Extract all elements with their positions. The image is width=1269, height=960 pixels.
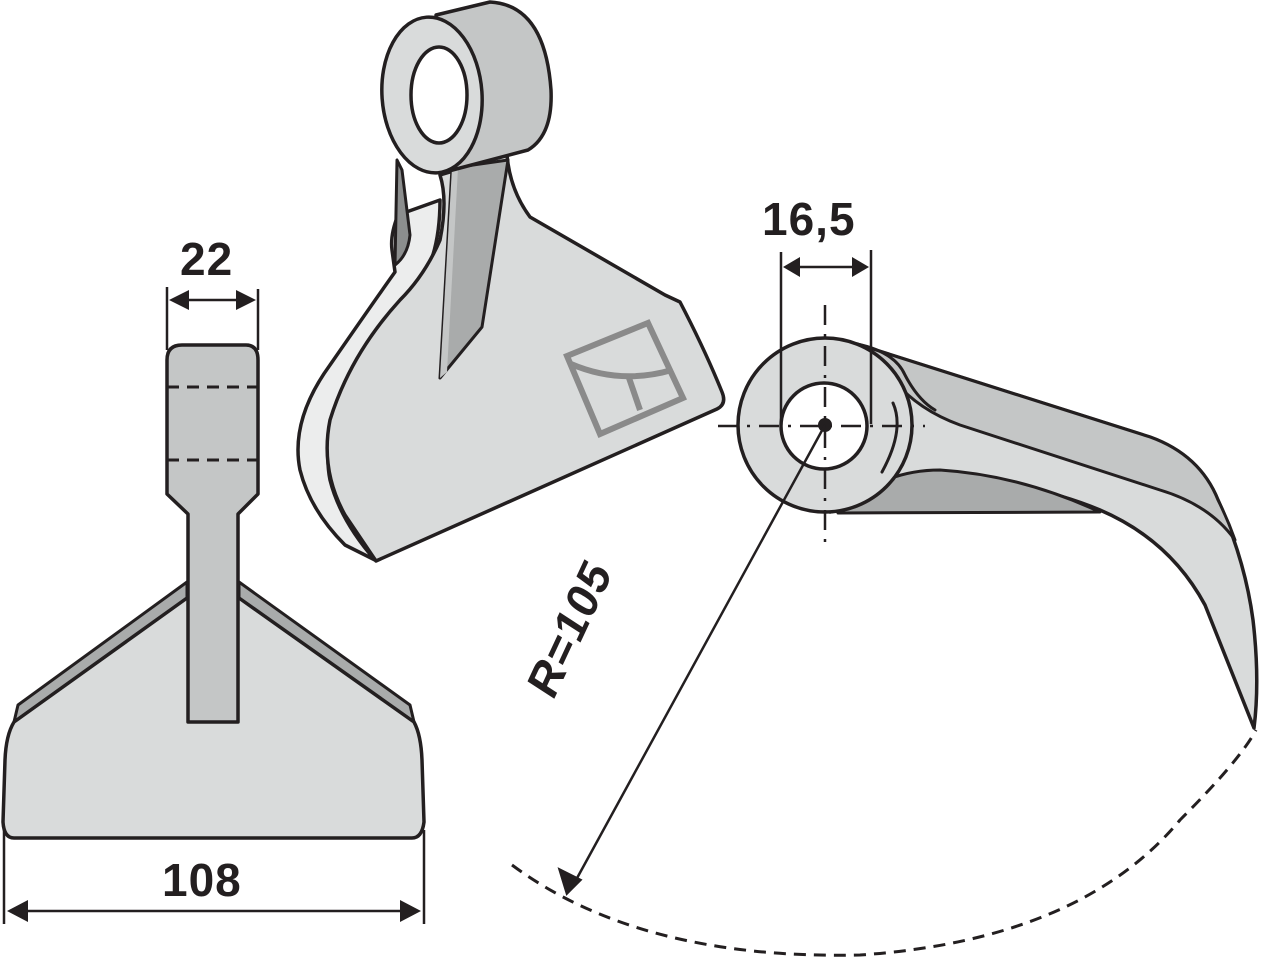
arrow-left-icon xyxy=(7,900,28,922)
bore-diameter-label: 16,5 xyxy=(762,193,856,245)
isometric-view xyxy=(296,0,726,563)
dimension-cutting-radius xyxy=(511,424,1258,957)
manufacturer-logo-icon xyxy=(563,319,688,438)
blade-width-label: 108 xyxy=(162,854,242,906)
arrow-right-icon xyxy=(400,900,421,922)
blade-neck xyxy=(855,342,937,412)
shoulder-arc xyxy=(880,401,899,474)
side-view xyxy=(511,250,1259,957)
shank-width-label: 22 xyxy=(180,233,234,285)
bore-hole xyxy=(409,45,469,145)
arrow-left-icon xyxy=(169,290,189,310)
shadow-wedge xyxy=(393,158,412,267)
blade-top-bevel xyxy=(855,342,1237,542)
dimension-blade-width xyxy=(2,830,426,924)
arrow-left-icon xyxy=(783,257,800,277)
dimension-shank-width xyxy=(165,287,260,350)
dimension-bore-diameter xyxy=(779,250,873,424)
arrow-right-icon xyxy=(236,290,256,310)
cutting-circle-arc xyxy=(511,729,1258,957)
arrow-down-icon xyxy=(557,867,583,896)
arrow-right-icon xyxy=(852,257,869,277)
front-view xyxy=(1,287,426,924)
center-rib-highlight xyxy=(440,168,458,378)
shank xyxy=(165,343,260,724)
blade-face xyxy=(325,153,726,563)
